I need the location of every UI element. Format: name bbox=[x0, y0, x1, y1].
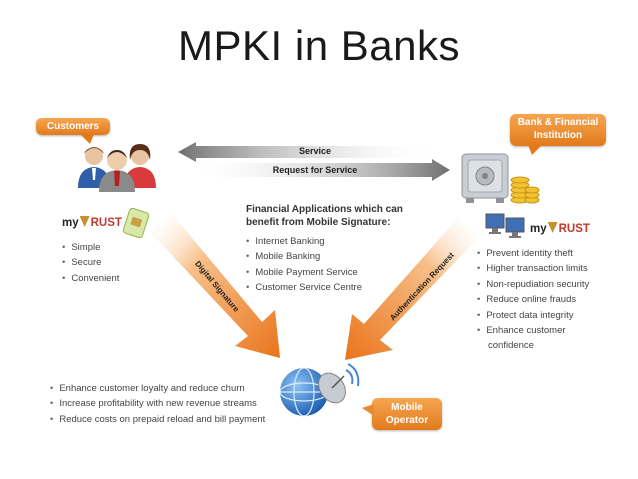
list-item: Convenient bbox=[62, 271, 119, 286]
applications-list: Internet Banking Mobile Banking Mobile P… bbox=[246, 234, 362, 296]
applications-heading-line1: Financial Applications which can bbox=[246, 204, 403, 215]
customers-people-icon bbox=[78, 144, 156, 192]
list-item: confidence bbox=[488, 340, 534, 352]
list-item: Simple bbox=[62, 240, 119, 255]
safe-coins-icon bbox=[461, 153, 540, 204]
authentication-request-arrow bbox=[345, 218, 480, 360]
operator-benefits-list: Enhance customer loyalty and reduce chur… bbox=[50, 381, 265, 427]
list-item: Reduce online frauds bbox=[477, 292, 589, 307]
bank-label-line2: Institution bbox=[533, 130, 583, 141]
bank-benefits-list: Prevent identity theft Higher transactio… bbox=[477, 246, 589, 354]
list-item: Reduce costs on prepaid reload and bill … bbox=[50, 412, 265, 427]
operator-label-line2: Operator bbox=[385, 415, 429, 426]
bank-callout: Bank & Financial Institution bbox=[510, 114, 606, 155]
request-for-service-label: Request for Service bbox=[272, 165, 358, 175]
sim-card-icon bbox=[122, 208, 150, 239]
list-item: Mobile Banking bbox=[246, 249, 362, 264]
bank-label-line1: Bank & Financial bbox=[517, 117, 599, 128]
list-item: Non-repudiation security bbox=[477, 277, 589, 292]
service-label: Service bbox=[298, 146, 332, 156]
globe-satellite-icon bbox=[279, 363, 360, 417]
list-item: Increase profitability with new revenue … bbox=[50, 396, 265, 411]
list-item: Enhance customer loyalty and reduce chur… bbox=[50, 381, 265, 396]
list-item: Customer Service Centre bbox=[246, 280, 362, 295]
list-item: Internet Banking bbox=[246, 234, 362, 249]
list-item: Protect data integrity bbox=[477, 308, 589, 323]
operator-label-line1: Mobile bbox=[391, 402, 423, 413]
customers-label: Customers bbox=[46, 121, 100, 132]
applications-heading: Financial Applications which can benefit… bbox=[246, 203, 403, 229]
page-title: MPKI in Banks bbox=[178, 22, 460, 69]
mobile-operator-callout: Mobile Operator bbox=[362, 398, 442, 430]
request-for-service-arrow bbox=[188, 159, 450, 181]
digital-signature-arrow bbox=[150, 214, 280, 358]
list-item: Enhance customer bbox=[477, 323, 589, 338]
list-item: Higher transaction limits bbox=[477, 261, 589, 276]
list-item: Mobile Payment Service bbox=[246, 265, 362, 280]
applications-heading-line2: benefit from Mobile Signature: bbox=[246, 217, 391, 228]
customers-callout: Customers bbox=[36, 118, 110, 144]
customer-features-list: Simple Secure Convenient bbox=[62, 240, 119, 286]
list-item: Prevent identity theft bbox=[477, 246, 589, 261]
list-item: Secure bbox=[62, 255, 119, 270]
service-arrow bbox=[178, 142, 440, 162]
computers-icon bbox=[485, 213, 525, 238]
